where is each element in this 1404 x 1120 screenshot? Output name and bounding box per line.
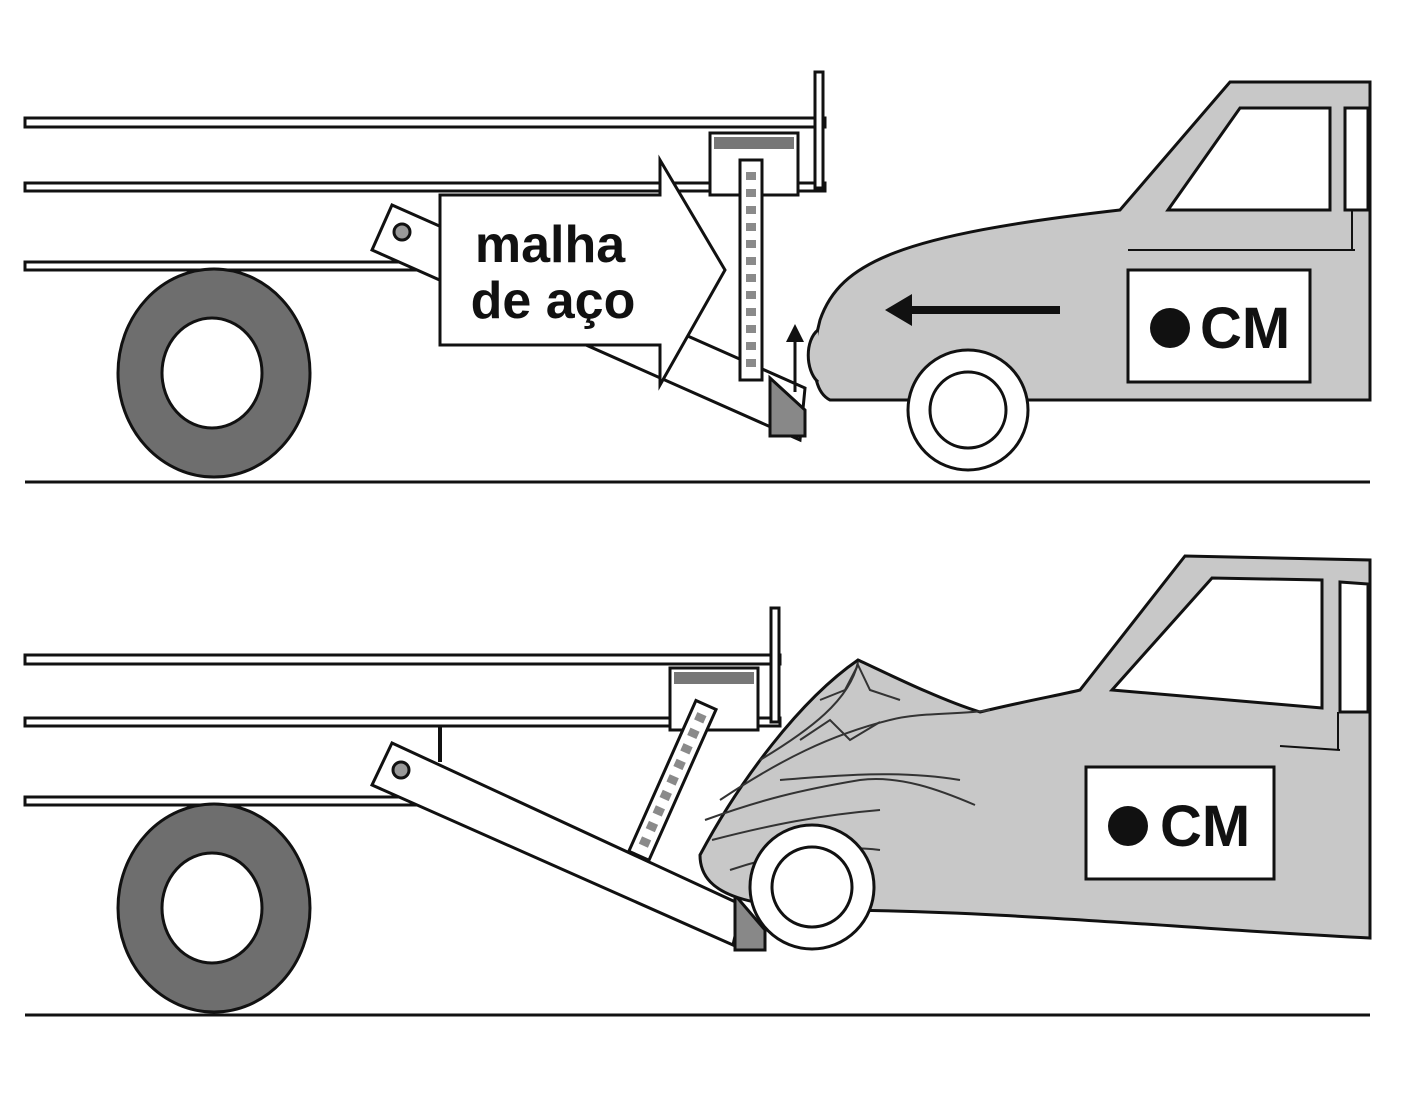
truck-wheel-top [116, 267, 312, 479]
mesh-square [687, 727, 700, 740]
mesh-square [659, 789, 672, 802]
mesh-squares-top [746, 172, 756, 367]
mesh-square [666, 774, 679, 786]
mesh-square [673, 758, 686, 771]
car-bottom: CM [698, 554, 1372, 951]
guard-arm-bottom [369, 741, 767, 952]
mesh-label-line2: de aço [471, 272, 636, 330]
mesh-square [694, 712, 707, 724]
car-wheel-bottom [748, 823, 876, 951]
post-top [708, 131, 800, 382]
mesh-square [746, 308, 756, 316]
mesh-squares-bottom [638, 712, 707, 848]
mesh-square [746, 274, 756, 282]
car-wheel-top [906, 348, 1030, 472]
mesh-square [652, 805, 666, 817]
center-of-mass-dot-bottom [1108, 806, 1148, 846]
mesh-square [746, 189, 756, 197]
mesh-label-line1: malha [475, 216, 626, 274]
mesh-callout: malha de aço [438, 154, 727, 391]
post-bottom [626, 666, 760, 863]
mesh-square [746, 240, 756, 248]
mesh-square [746, 325, 756, 333]
cm-label-top: CM [1200, 296, 1290, 361]
car-top: CM [806, 80, 1372, 472]
truck-wheel-bottom [116, 802, 312, 1014]
up-arrow-icon [786, 324, 804, 392]
left-arrow-icon [885, 294, 1060, 326]
mesh-square [746, 172, 756, 180]
center-of-mass-dot-top [1150, 308, 1190, 348]
mesh-square [746, 223, 756, 231]
cm-label-bottom: CM [1160, 794, 1250, 859]
mesh-square [746, 206, 756, 214]
panel-before-impact: malha de aço CM [23, 70, 1372, 484]
mesh-square [680, 743, 693, 755]
mesh-square [746, 342, 756, 350]
panel-after-impact: CM [23, 554, 1372, 1017]
mesh-square [746, 291, 756, 299]
mesh-square [638, 836, 652, 848]
mesh-square [746, 359, 756, 367]
mesh-square [645, 820, 659, 833]
crumple-lines [704, 661, 991, 871]
mesh-square [746, 257, 756, 265]
